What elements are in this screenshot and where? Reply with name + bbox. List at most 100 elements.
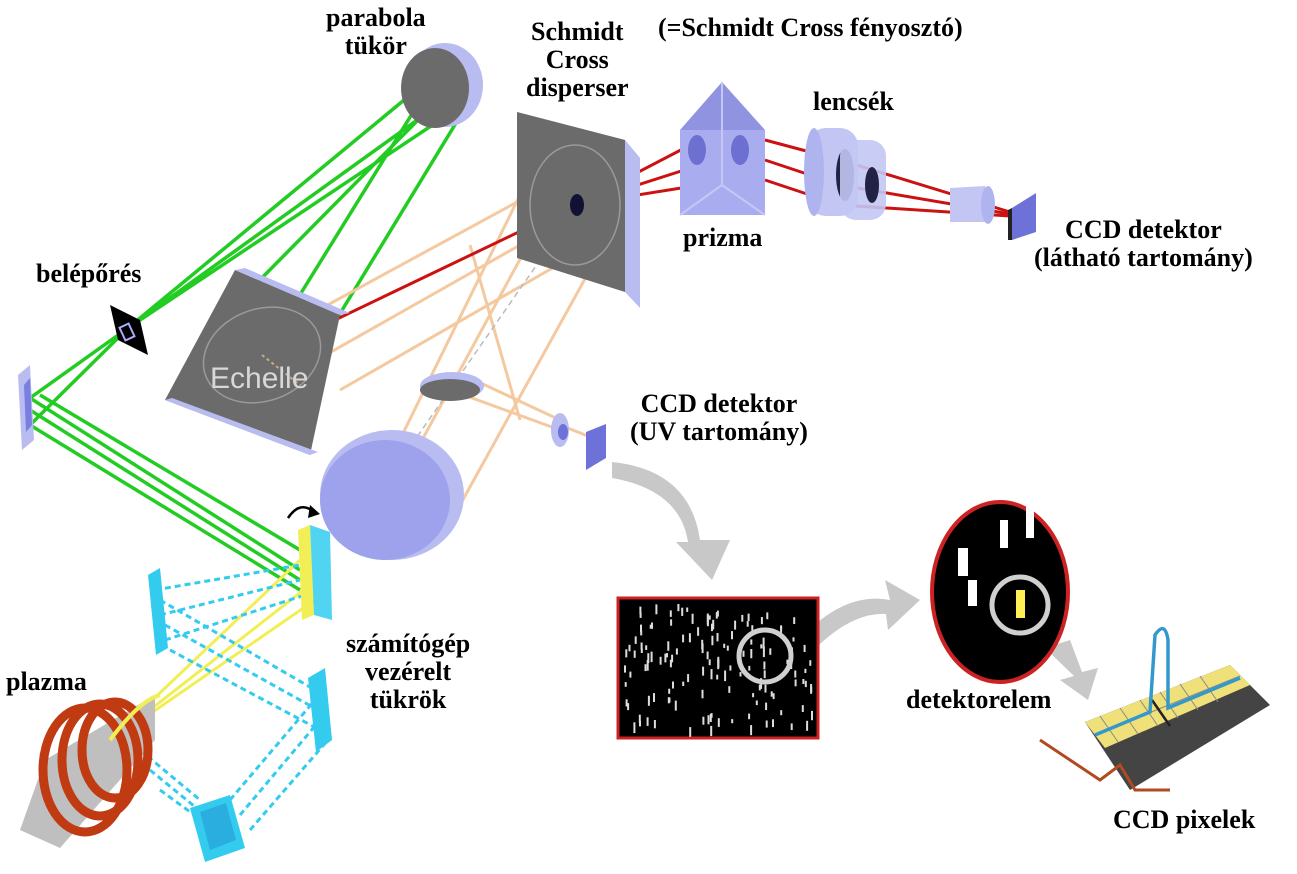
- ccd-visible-detector: [1008, 193, 1036, 240]
- ccd-spot: [716, 674, 719, 680]
- lens-group: [804, 128, 886, 220]
- ccd-spot: [668, 688, 671, 694]
- ccd-uv-label: CCD detektor (UV tartomány): [630, 390, 808, 446]
- gray-arrow-3: [1045, 640, 1098, 700]
- ccd-spot: [765, 720, 768, 728]
- ccd-spot: [723, 643, 726, 648]
- ccd-spot: [729, 665, 732, 671]
- ccd-spot: [649, 624, 652, 629]
- ccd-spot: [806, 720, 809, 731]
- ccd-spot: [682, 634, 685, 643]
- schmidt-cross-disperser: [517, 112, 640, 308]
- echelle-grating: [165, 268, 350, 455]
- ccd-spot: [706, 651, 709, 660]
- ccd-spot: [750, 649, 753, 659]
- uv-lens: [551, 413, 569, 447]
- ccd-spot: [701, 643, 704, 654]
- ccd-spot: [770, 691, 773, 697]
- ccd-spot: [717, 718, 720, 727]
- rotation-arrowhead-icon: [308, 505, 320, 518]
- ccd-spot: [670, 619, 673, 626]
- ccd-spot: [687, 674, 690, 683]
- ccd-spot: [811, 710, 813, 721]
- ccd-spot: [711, 623, 713, 632]
- ccd-spot: [677, 604, 680, 612]
- ccd-spot: [624, 665, 626, 673]
- gray-arrow-2: [790, 580, 920, 665]
- uv-small-mirror: [420, 372, 484, 401]
- detector-element-label: detektorelem: [906, 685, 1052, 714]
- ccd-spot: [742, 650, 745, 657]
- ccd-spot: [664, 653, 667, 663]
- ccd-spot: [667, 641, 670, 651]
- ccd-spot: [772, 719, 774, 728]
- plasma-torch: [20, 693, 161, 848]
- cyan-mirror-1: [148, 568, 168, 655]
- ccd-spot: [772, 693, 775, 700]
- ccd-spot: [762, 637, 765, 649]
- ccd-spot: [751, 625, 754, 631]
- ccd-spot: [760, 617, 763, 625]
- ccd-spot: [793, 617, 796, 624]
- ccd-uv-label-line1: CCD detektor: [640, 389, 798, 418]
- schmidt-cross-label-line3: disperser: [526, 73, 629, 102]
- ccd-spot: [763, 670, 766, 679]
- ccd-spot: [765, 702, 768, 711]
- ccd-spot: [653, 693, 655, 702]
- computer-mirrors-label-line3: tükrök: [369, 685, 447, 714]
- ccd-spot: [627, 703, 630, 711]
- ccd-spot: [804, 668, 807, 673]
- computer-mirrors-label-line2: vezérelt: [365, 657, 452, 686]
- ccd-spot: [681, 607, 684, 616]
- ccd-spot: [707, 715, 710, 725]
- ccd-spot: [634, 636, 637, 644]
- entrance-slit-label: belépőrés: [36, 259, 142, 288]
- ccd-spot: [760, 644, 763, 649]
- ccd-spot: [645, 645, 648, 650]
- ccd-spot: [671, 654, 674, 663]
- ccd-spot: [750, 725, 753, 736]
- ccd-spot: [741, 614, 744, 622]
- parabola-mirror-label: parabola tükör: [326, 4, 426, 60]
- schmidt-cross-label: Schmidt Cross disperser: [526, 18, 629, 102]
- ccd-spot: [697, 627, 700, 636]
- ccd-visible-label: CCD detektor (látható tartomány): [1034, 216, 1253, 272]
- ccd-spot: [750, 639, 753, 645]
- prism: [679, 82, 766, 216]
- ccd-spot: [625, 699, 628, 707]
- ccd-spot: [669, 610, 672, 617]
- ccd-spot: [638, 714, 641, 723]
- schmidt-cross-hungarian-label: (=Schmidt Cross fényosztó): [658, 13, 963, 42]
- ccd-spot: [647, 695, 650, 706]
- ccd-spot: [803, 644, 806, 652]
- ccd-spot: [746, 621, 749, 627]
- detector-element-zoom: [930, 500, 1070, 684]
- ccd-image: [616, 596, 820, 740]
- ccd-spot: [763, 661, 766, 670]
- ccd-spot: [758, 684, 761, 691]
- ccd-spot: [701, 689, 704, 699]
- ccd-spot: [739, 672, 742, 677]
- ccd-spot: [625, 649, 628, 658]
- ccd-visible-label-line2: (látható tartomány): [1034, 243, 1253, 272]
- ccd-spot: [710, 669, 713, 680]
- ccd-spot: [717, 659, 720, 668]
- cyan-dashed-beams: [139, 563, 330, 832]
- plasma-label: plazma: [6, 667, 87, 696]
- entrance-mirror: [18, 365, 34, 450]
- ccd-spot: [755, 700, 758, 706]
- ccd-spot: [640, 630, 643, 636]
- schmidt-cross-label-line2: Cross: [545, 45, 609, 74]
- computer-mirrors-label-line1: számítógép: [346, 629, 471, 658]
- ccd-spot: [748, 713, 751, 720]
- schmidt-cross-label-line1: Schmidt: [531, 17, 624, 46]
- ccd-spot: [709, 713, 712, 722]
- ccd-spot: [715, 612, 718, 619]
- ccd-spot: [624, 682, 627, 687]
- cyan-mirror-3: [190, 795, 245, 862]
- ccd-spot: [769, 648, 772, 655]
- lenses-label: lencsék: [813, 87, 894, 116]
- ccd-spot: [640, 624, 642, 632]
- ccd-spot: [644, 664, 647, 672]
- steering-mirror-yellow: [298, 525, 332, 620]
